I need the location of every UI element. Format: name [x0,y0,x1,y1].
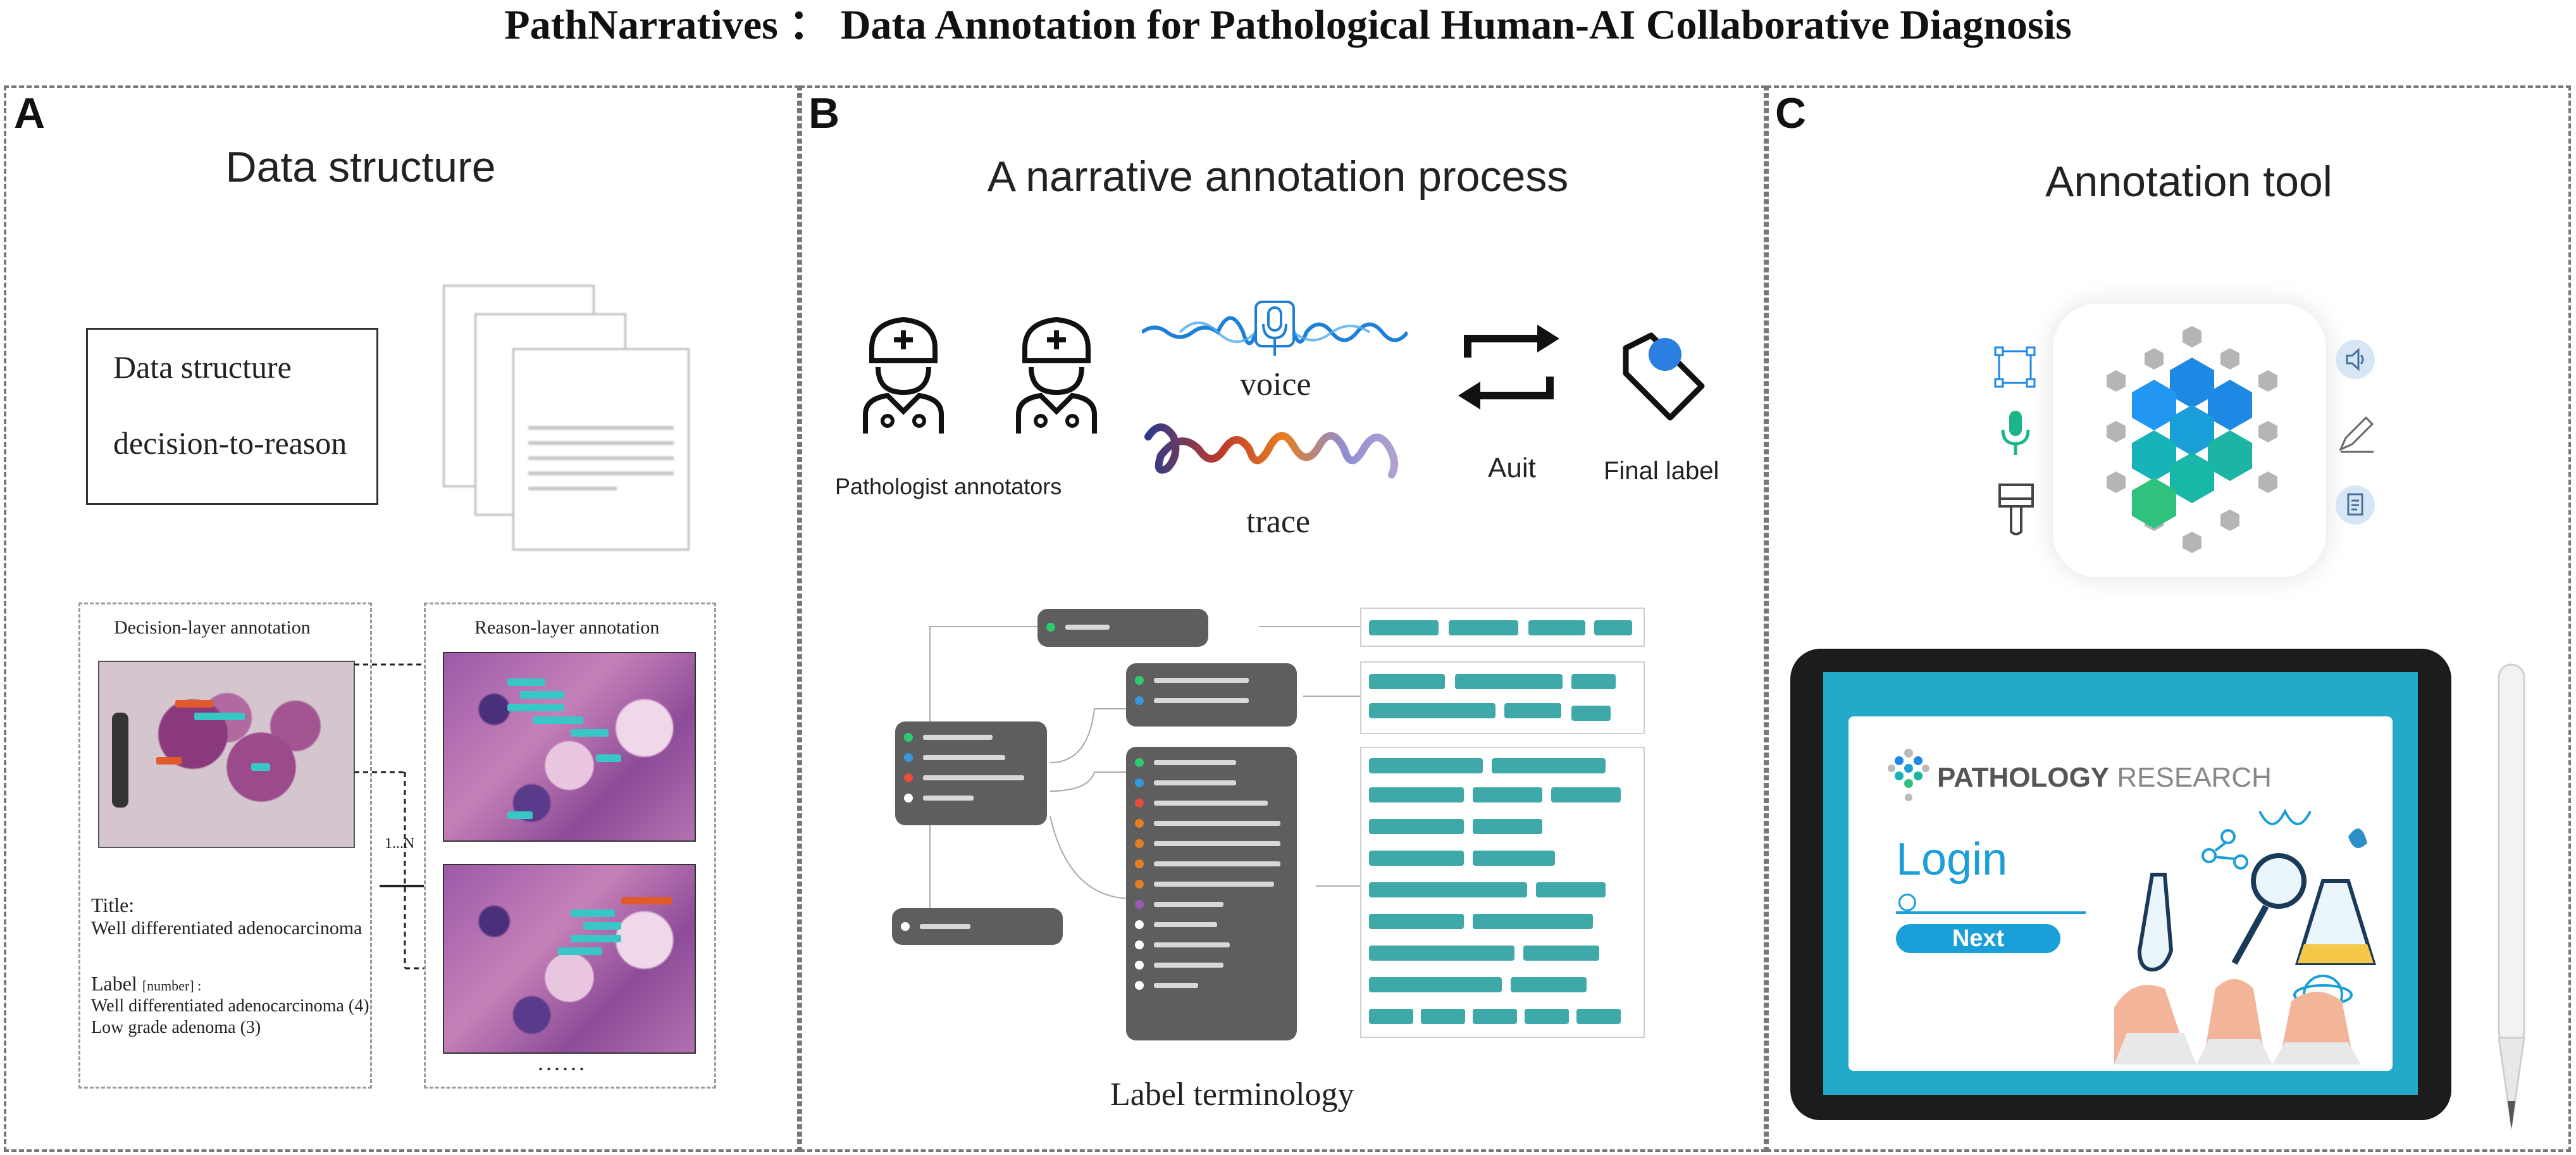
microphone-icon [1254,301,1295,356]
brush-icon [1998,484,2034,535]
panel-c-letter: C [1775,89,1807,137]
hexagon-logo [2107,326,2277,553]
tree-others [892,908,1063,945]
bounding-box-icon [1994,346,2036,388]
reason-layer-caption: Reason-layer annotation [474,617,660,638]
reason-image-1 [443,652,696,842]
data-structure-box: Data structure decision-to-reason [86,328,378,505]
logo-text-bold: PATHOLOGY [1937,762,2110,793]
data-structure-box-line2: decision-to-reason [113,425,347,461]
panel-a [4,85,800,1152]
label-heading-text: Label [91,972,137,995]
next-button[interactable]: Next [1896,924,2060,953]
tablet-screen: PATHOLOGY RESEARCH Login Next [1823,672,2418,1095]
panel-b-letter: B [808,89,840,137]
chip-group-carcinoma [1360,747,1645,1038]
title-value: Well differentiated adenocarcinoma [91,918,362,939]
login-input[interactable] [1896,892,2086,914]
tree-normal [1037,609,1208,647]
label-heading-suffix: [number] : [142,978,202,994]
audit-label: Auit [1488,453,1536,484]
label-item-0: Well differentiated adenocarcinoma (4) [91,996,369,1016]
voice-label: voice [1240,366,1311,403]
document-stack [443,285,709,551]
title-label: Title: [91,894,135,916]
stylus-pencil [2498,663,2525,1130]
panel-a-letter: A [14,89,46,137]
tree-carcinoma [1126,747,1297,1040]
label-heading: Label [number] : [91,972,201,996]
logo-text: PATHOLOGY RESEARCH [1937,762,2272,794]
trace-scribble [1144,423,1398,478]
user-icon [1898,894,1916,911]
panel-a-title: Data structure [225,143,496,191]
loop-arrows-icon [1458,325,1559,409]
decision-slide-image [98,661,355,848]
figure-title: PathNarratives ： Data Annotation for Pat… [504,2,2072,48]
tag-icon [1623,332,1705,421]
panel-c [1766,85,2571,1152]
final-label: Final label [1604,457,1719,485]
chip-group-normal [1360,608,1645,647]
panel-c-title: Annotation tool [2045,158,2332,206]
pathologist-label: Pathologist annotators [835,473,1062,499]
document-icon [2336,485,2375,525]
speaker-icon [2336,340,2375,379]
data-structure-box-line1: Data structure [113,349,292,385]
terminology-label: Label terminology [1110,1077,1354,1113]
doctor-icon [863,316,944,434]
decision-layer-caption: Decision-layer annotation [114,617,311,638]
login-card: PATHOLOGY RESEARCH Login Next [1848,716,2393,1071]
label-item-1: Low grade adenoma (3) [91,1018,261,1037]
reason-image-2 [443,864,696,1054]
doctor-icon [1016,316,1097,434]
pathology-logo-icon [1888,749,1929,801]
logo-text-light: RESEARCH [2117,762,2272,793]
panel-b [800,85,1766,1152]
tree-root [895,721,1047,825]
login-heading[interactable]: Login [1896,834,2008,885]
trace-label: trace [1246,504,1311,540]
chip-group-adenoma [1360,661,1645,734]
panel-b-title: A narrative annotation process [987,153,1569,201]
one-to-n-label: 1...N [385,835,415,852]
reason-ellipsis: ...... [538,1050,587,1075]
tree-adenoma [1126,663,1297,727]
microphone-icon [2001,411,2030,455]
science-illustration [2114,808,2377,1064]
pen-icon [2339,416,2374,453]
